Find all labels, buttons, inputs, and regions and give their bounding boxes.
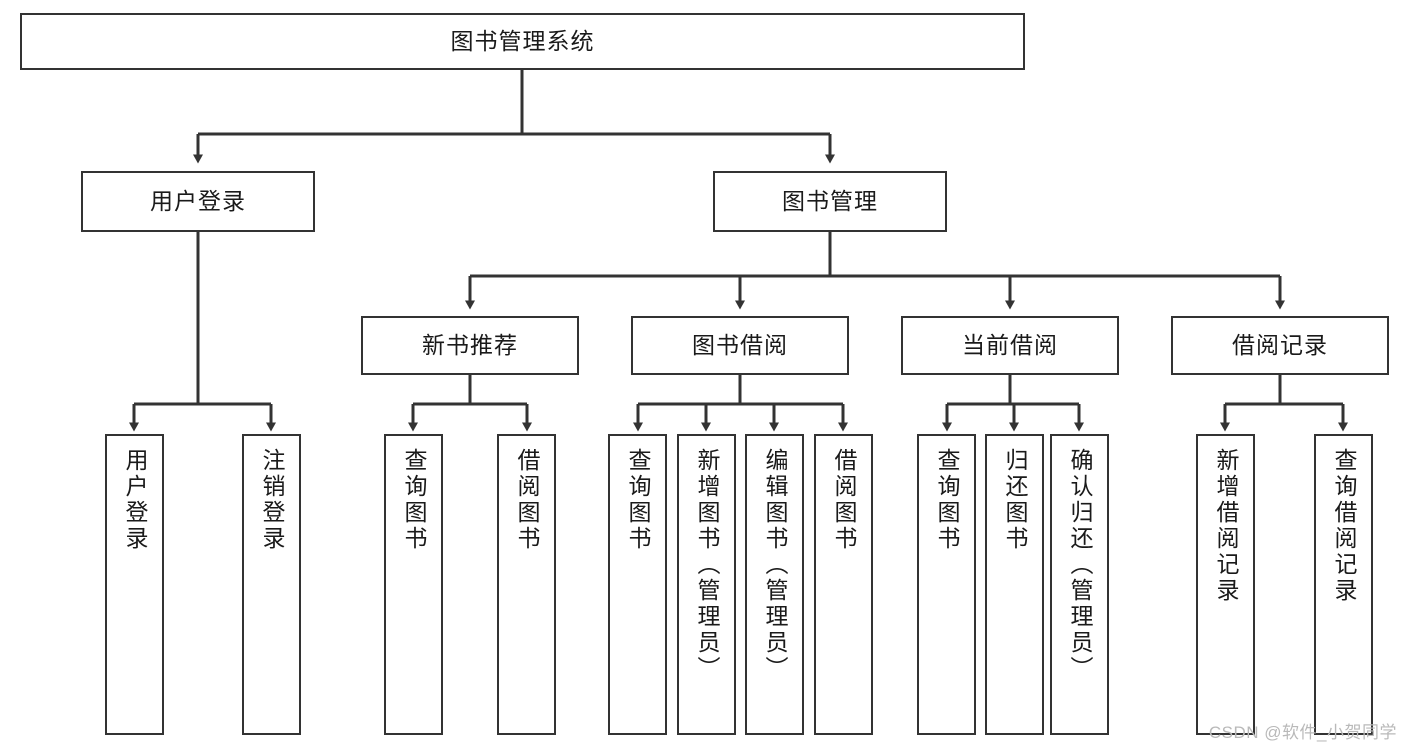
leaf-book-borrow-query-book[interactable]: 查询图书 [608,434,667,735]
leaf-borrow-record-add-record[interactable]: 新增借阅记录 [1196,434,1255,735]
leaf-current-borrow-confirm-return-label: 确认归还（管理员） [1067,448,1093,682]
leaf-book-borrow-add-book-label: 新增图书（管理员） [694,448,720,682]
leaf-book-borrow-query-book-label: 查询图书 [625,448,651,552]
leaf-new-book-query-book-label: 查询图书 [401,448,427,552]
leaf-current-borrow-return-book[interactable]: 归还图书 [985,434,1044,735]
node-new-book-recommend[interactable]: 新书推荐 [361,316,579,375]
leaf-book-borrow-add-book[interactable]: 新增图书（管理员） [677,434,736,735]
node-user-login[interactable]: 用户登录 [81,171,315,232]
leaf-current-borrow-confirm-return[interactable]: 确认归还（管理员） [1050,434,1109,735]
node-borrow-record-label: 借阅记录 [1232,331,1328,358]
leaf-new-book-query-book[interactable]: 查询图书 [384,434,443,735]
leaf-book-borrow-borrow-book[interactable]: 借阅图书 [814,434,873,735]
leaf-book-borrow-edit-book[interactable]: 编辑图书（管理员） [745,434,804,735]
node-current-borrow[interactable]: 当前借阅 [901,316,1119,375]
leaf-current-borrow-query-book[interactable]: 查询图书 [917,434,976,735]
leaf-borrow-record-query-record-label: 查询借阅记录 [1331,448,1357,604]
node-borrow-record[interactable]: 借阅记录 [1171,316,1389,375]
leaf-book-borrow-borrow-book-label: 借阅图书 [831,448,857,552]
leaf-user-login-logout-label: 注销登录 [259,448,285,552]
leaf-user-login-logout[interactable]: 注销登录 [242,434,301,735]
node-root-system[interactable]: 图书管理系统 [20,13,1025,70]
leaf-book-borrow-edit-book-label: 编辑图书（管理员） [762,448,788,682]
node-book-borrow-label: 图书借阅 [692,331,788,358]
leaf-current-borrow-query-book-label: 查询图书 [934,448,960,552]
node-root-system-label: 图书管理系统 [450,27,595,54]
node-book-management[interactable]: 图书管理 [713,171,947,232]
leaf-new-book-borrow-book-label: 借阅图书 [514,448,540,552]
node-current-borrow-label: 当前借阅 [962,331,1058,358]
leaf-current-borrow-return-book-label: 归还图书 [1002,448,1028,552]
leaf-user-login-login[interactable]: 用户登录 [105,434,164,735]
leaf-borrow-record-query-record[interactable]: 查询借阅记录 [1314,434,1373,735]
leaf-new-book-borrow-book[interactable]: 借阅图书 [497,434,556,735]
csdn-watermark: CSDN @软件_小贺同学 [1208,723,1397,742]
leaf-borrow-record-add-record-label: 新增借阅记录 [1213,448,1239,604]
node-user-login-label: 用户登录 [150,187,246,214]
node-book-management-label: 图书管理 [782,187,878,214]
node-book-borrow[interactable]: 图书借阅 [631,316,849,375]
node-new-book-recommend-label: 新书推荐 [422,331,518,358]
leaf-user-login-login-label: 用户登录 [122,448,148,552]
